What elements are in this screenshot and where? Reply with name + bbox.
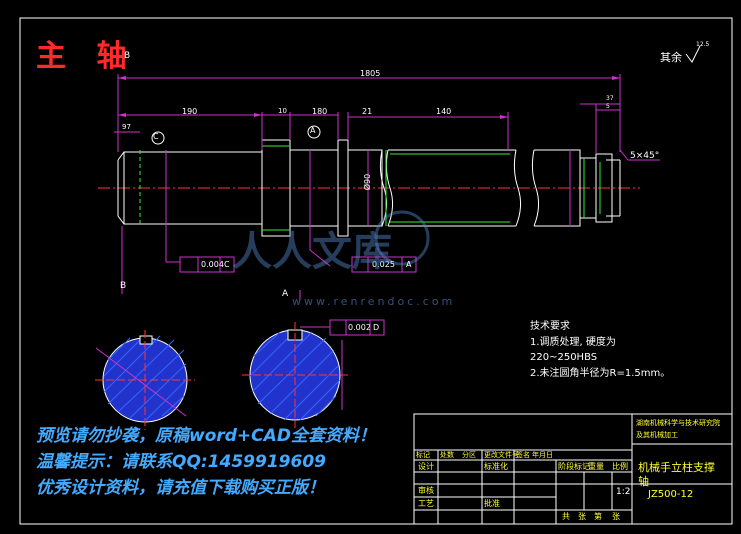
drawing-frame: [19, 17, 733, 525]
watermark-line-3: 优秀设计资料，请充值下载购买正版！: [36, 478, 325, 498]
tol-2-datum: A: [406, 260, 412, 269]
section-b-lines: [103, 335, 187, 421]
section-label-b-bottom: B: [120, 281, 127, 291]
shaft-outline: [117, 139, 621, 237]
tb-label-scale: 比例: [612, 462, 628, 471]
dim-140: 140: [436, 107, 452, 116]
tb-label-sheets-2: 张: [612, 512, 620, 521]
tech-req-item-3: 2.未注圆角半径为R=1.5mm。: [530, 368, 671, 379]
dim-overall: 1805: [360, 69, 381, 78]
scale-value: 1:2: [616, 487, 631, 497]
dim-97: 97: [122, 123, 131, 131]
dim-chamfer: 5×45°: [630, 151, 660, 161]
roughness-symbol: [685, 45, 701, 63]
tol-3-datum: D: [373, 323, 380, 332]
tb-label-change-doc: 更改文件号: [484, 451, 519, 459]
tol-1-value: 0.004: [201, 260, 224, 269]
watermark-brand: 人人文库: [232, 229, 392, 275]
section-label-a: A: [282, 289, 289, 299]
section-a-view: [242, 322, 348, 428]
tb-label-sign: 签名: [516, 451, 530, 459]
dim-190: 190: [182, 107, 198, 116]
drawing-number: JZ500-12: [648, 489, 694, 500]
dim-180: 180: [312, 107, 328, 116]
title-block: [413, 413, 733, 525]
watermark-line-2: 温馨提示：请联系QQ:1459919609: [36, 452, 326, 472]
tb-label-weight: 重量: [588, 462, 604, 471]
roughness-note: 其余: [660, 51, 682, 64]
dimension-arrows: [118, 76, 620, 119]
tb-label-mark: 标记: [416, 451, 430, 459]
tb-label-standard: 标准化: [484, 462, 508, 471]
design-subtitle: 轴: [638, 475, 649, 488]
tb-label-date: 年月日: [532, 451, 553, 459]
dim-10: 10: [278, 107, 287, 115]
datum-a: A: [310, 126, 316, 135]
tol-3-value: 0.002: [348, 323, 371, 332]
tb-label-stage: 阶段标记: [558, 462, 590, 471]
tb-label-total: 共: [562, 512, 570, 521]
tech-req-item-2: 220~250HBS: [530, 352, 598, 363]
tb-label-sheets-1: 张: [578, 512, 586, 521]
roughness-value: 12.5: [696, 41, 710, 48]
section-b-view: [95, 330, 195, 430]
school-line-1: 湖南机械科学与技术研究院: [636, 419, 720, 427]
dim-5: 5: [606, 103, 610, 110]
tb-label-review: 审核: [418, 486, 434, 495]
tol-2-value: 0.025: [372, 260, 395, 269]
tb-label-number: 第: [594, 512, 602, 521]
dim-dia-90: Ø90: [363, 173, 373, 191]
datum-c: C: [153, 132, 159, 141]
tb-label-zone: 分区: [462, 451, 476, 459]
tb-label-process: 工艺: [418, 499, 434, 508]
drawing-title: 主 轴: [36, 39, 137, 74]
dim-37: 37: [606, 95, 614, 102]
school-line-2: 及其机械加工: [636, 431, 678, 439]
green-lines: [139, 145, 601, 231]
tech-req-item-1: 1.调质处理, 硬度为: [530, 337, 616, 348]
tolerance-frames: [179, 256, 417, 336]
section-label-b-top: B: [124, 51, 131, 61]
watermark-line-1: 预览请勿抄袭，原稿word+CAD全套资料！: [36, 426, 376, 446]
dimension-lines: [114, 74, 660, 300]
section-a-lines: [249, 329, 341, 421]
tb-label-count: 处数: [440, 451, 454, 459]
tb-label-design: 设计: [418, 462, 434, 471]
datum-markers: [151, 125, 321, 145]
watermark-logo: [374, 210, 430, 266]
tol-1-datum: C: [224, 260, 230, 269]
design-title: 机械手立柱支撑: [638, 461, 715, 474]
watermark-url: www.renrendoc.com: [292, 295, 456, 308]
tb-label-approve: 批准: [484, 499, 500, 508]
tech-req-heading: 技术要求: [530, 321, 570, 332]
dim-21: 21: [362, 107, 373, 116]
